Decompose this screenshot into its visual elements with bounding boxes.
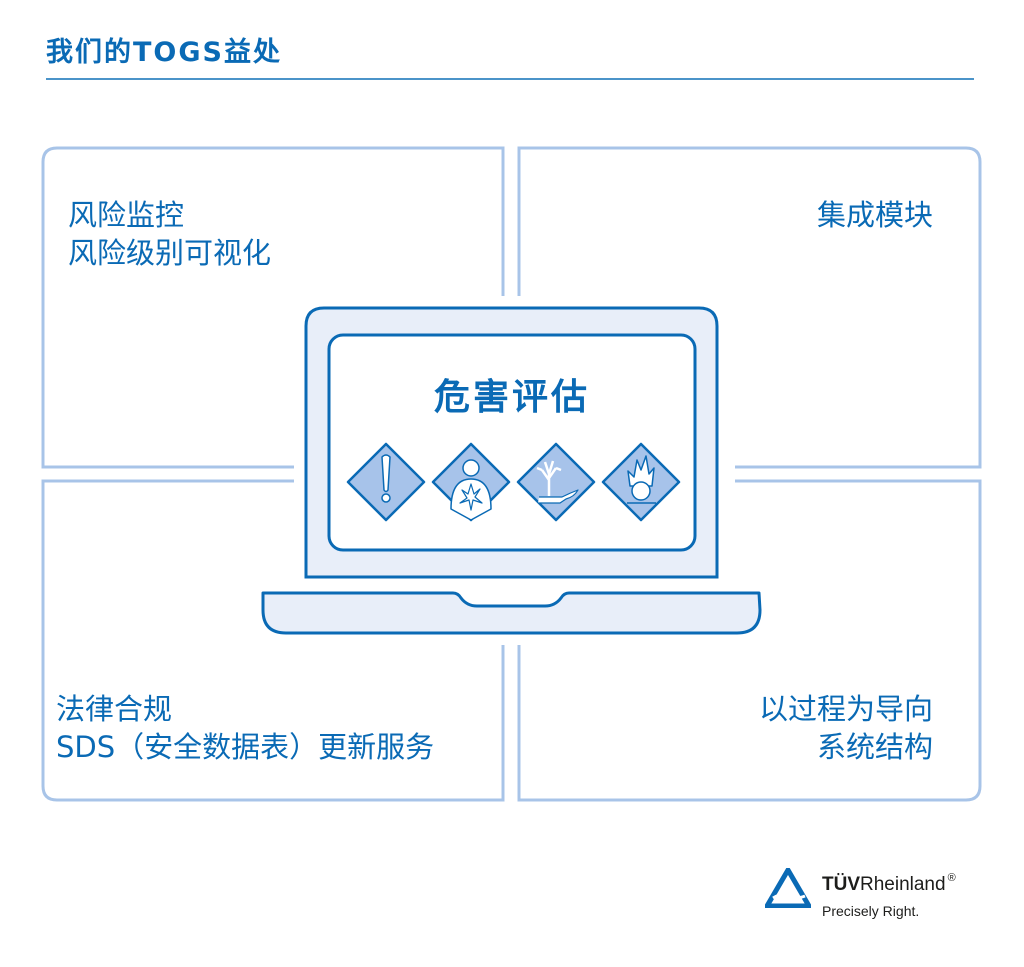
brand-tagline: Precisely Right.: [822, 903, 920, 919]
panel-line: 以过程为导向: [758, 692, 933, 726]
tuv-rheinland-brand: TÜVRheinland®: [822, 872, 956, 896]
panel-line: 风险级别可视化: [68, 236, 272, 270]
brand-regular: Rheinland: [860, 874, 946, 895]
panel-integrated-modules: 集成模块: [817, 196, 933, 234]
oxidizer-flame-icon: [601, 442, 681, 522]
laptop-illustration: [261, 306, 762, 635]
registered-mark: ®: [947, 872, 956, 884]
panel-line: SDS（安全数据表）更新服务: [56, 730, 435, 764]
brand-bold: TÜV: [822, 874, 860, 895]
panel-legal-compliance: 法律合规 SDS（安全数据表）更新服务: [56, 690, 434, 766]
laptop-screen-title: 危害评估: [433, 377, 590, 418]
panel-process-oriented: 以过程为导向 系统结构: [759, 690, 933, 766]
health-hazard-icon: [431, 442, 511, 522]
tuv-triangle-logo-icon: [765, 868, 811, 908]
exclamation-mark-icon: [346, 442, 426, 522]
panel-line: 法律合规: [56, 692, 173, 726]
panel-risk-monitoring: 风险监控 风险级别可视化: [68, 196, 271, 272]
panel-line: 系统结构: [816, 730, 933, 764]
title-divider: [46, 78, 974, 80]
panel-line: 集成模块: [816, 198, 933, 232]
panel-line: 风险监控: [68, 198, 185, 232]
environment-hazard-icon: [516, 442, 596, 522]
hazard-icons: [346, 442, 681, 522]
page-title: 我们的TOGS益处: [46, 37, 282, 68]
